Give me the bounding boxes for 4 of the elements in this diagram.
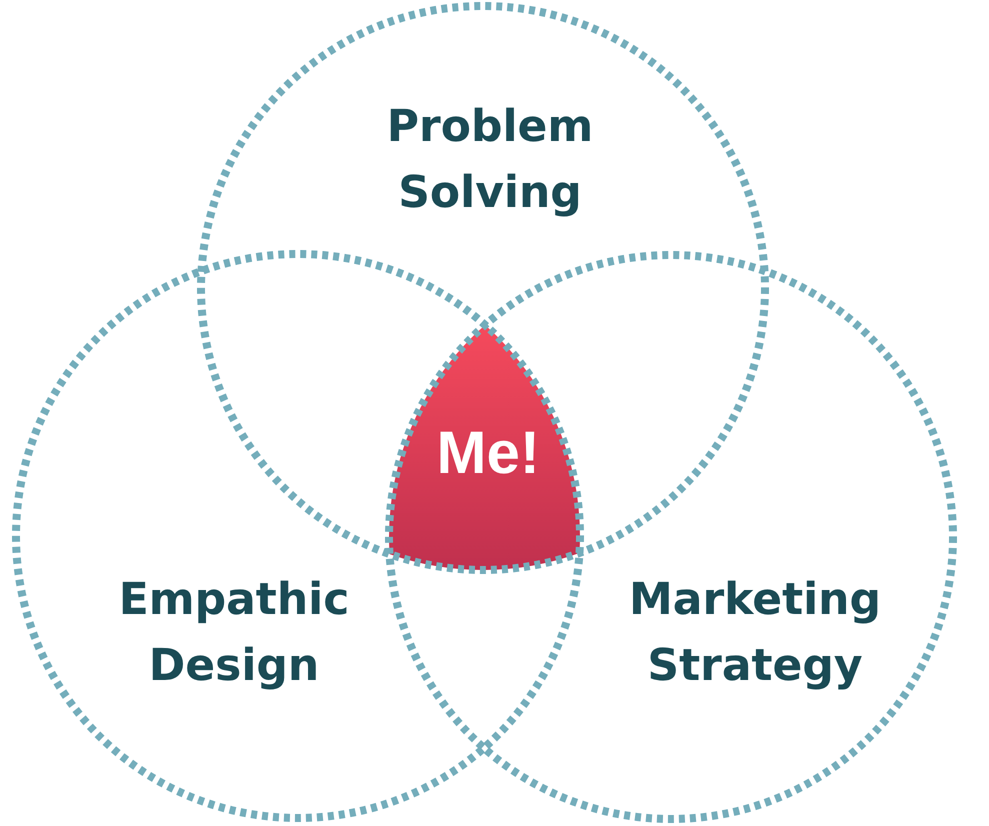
circle-label: Marketing Strategy [628, 573, 882, 693]
overlap-label: Me! [436, 420, 540, 486]
circle-label: Empathic Design [118, 573, 350, 693]
circle-label: Problem Solving [386, 100, 594, 220]
